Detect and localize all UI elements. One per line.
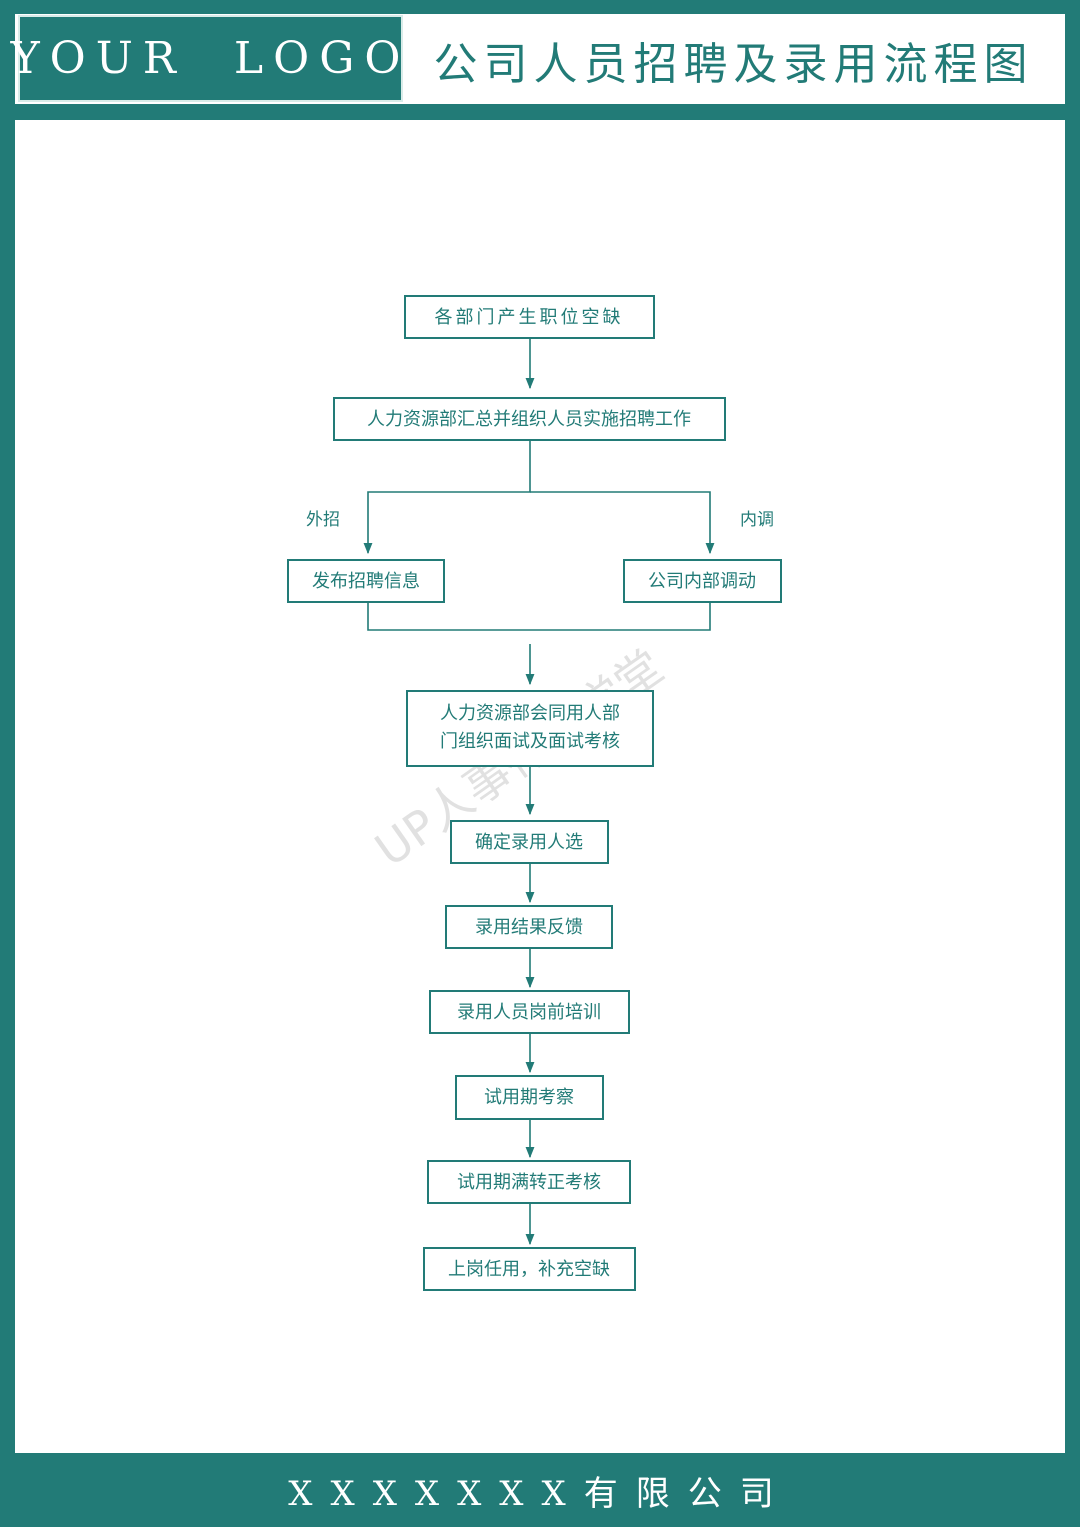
header-band bbox=[0, 104, 1080, 120]
node-interview: 人力资源部会同用人部 门组织面试及面试考核 bbox=[406, 690, 654, 767]
branch-label-internal: 内调 bbox=[740, 510, 774, 530]
node-onboard-label: 上岗任用，补充空缺 bbox=[448, 1259, 610, 1280]
node-vacancy: 各部门产生职位空缺 bbox=[404, 295, 655, 339]
logo-box: YOUR LOGO bbox=[11, 15, 403, 102]
frame-left-border bbox=[0, 0, 15, 1527]
edge-merge bbox=[367, 602, 711, 631]
node-interview-label-line1: 人力资源部会同用人部 bbox=[440, 703, 620, 724]
frame-top-border bbox=[0, 0, 1080, 14]
edge-hr-to-transfer bbox=[530, 491, 715, 555]
node-confirm: 确定录用人选 bbox=[450, 820, 609, 864]
logo-text: YOUR LOGO bbox=[10, 33, 411, 84]
node-feedback-label: 录用结果反馈 bbox=[475, 917, 583, 938]
edge-hr-to-publish bbox=[363, 440, 531, 555]
node-onboard: 上岗任用，补充空缺 bbox=[423, 1247, 636, 1291]
node-publish-label: 发布招聘信息 bbox=[312, 571, 420, 592]
node-training: 录用人员岗前培训 bbox=[429, 990, 630, 1034]
page-title: 公司人员招聘及录用流程图 bbox=[433, 38, 1034, 90]
node-publish: 发布招聘信息 bbox=[287, 559, 445, 603]
title-box: 公司人员招聘及录用流程图 bbox=[405, 15, 1062, 104]
branch-label-external: 外招 bbox=[306, 510, 340, 530]
node-confirm-label: 确定录用人选 bbox=[475, 832, 583, 853]
node-regularize-label: 试用期满转正考核 bbox=[457, 1172, 601, 1193]
node-training-label: 录用人员岗前培训 bbox=[457, 1002, 601, 1023]
node-transfer-label: 公司内部调动 bbox=[648, 571, 756, 592]
frame-right-border bbox=[1065, 0, 1080, 1527]
node-interview-label-line2: 门组织面试及面试考核 bbox=[440, 731, 620, 752]
node-probation-label: 试用期考察 bbox=[484, 1087, 574, 1108]
node-hr-collect: 人力资源部汇总并组织人员实施招聘工作 bbox=[333, 397, 726, 441]
node-feedback: 录用结果反馈 bbox=[445, 905, 613, 949]
node-probation: 试用期考察 bbox=[455, 1075, 604, 1120]
node-transfer: 公司内部调动 bbox=[623, 559, 782, 603]
footer-company-name: XXXXXXX有限公司 bbox=[288, 1473, 792, 1514]
footer-band: XXXXXXX有限公司 bbox=[0, 1453, 1080, 1527]
node-regularize: 试用期满转正考核 bbox=[427, 1160, 631, 1204]
node-vacancy-label: 各部门产生职位空缺 bbox=[435, 307, 624, 328]
node-hr-collect-label: 人力资源部汇总并组织人员实施招聘工作 bbox=[367, 409, 691, 430]
